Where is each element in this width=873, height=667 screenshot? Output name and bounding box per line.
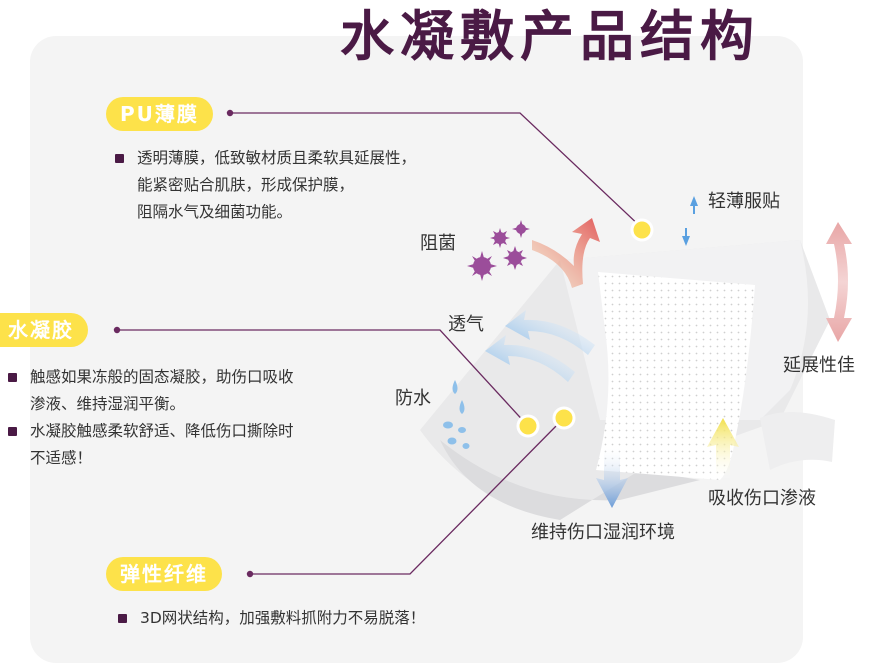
leader-endpoints	[113, 109, 654, 578]
list-item-text: 透明薄膜，低致敏材质且柔软具延展性，	[137, 149, 417, 167]
bullet-square-icon	[118, 614, 127, 623]
label-stretch: 延展性佳	[783, 355, 855, 376]
list-item-text: 渗液、维持湿润平衡。	[30, 395, 186, 413]
bacteria-icon	[467, 220, 530, 281]
label-antibacterial: 阻菌	[420, 233, 456, 254]
tag-hydrogel: 水凝胶	[0, 313, 88, 347]
absorb-arrow	[707, 418, 739, 478]
water-drops-icon	[443, 380, 470, 449]
page-title: 水凝敷产品结构	[340, 5, 760, 68]
hydrogel-pad	[596, 272, 755, 480]
label-moist-environment: 维持伤口湿润环境	[531, 522, 675, 543]
label-breathable: 透气	[448, 314, 484, 335]
tag-pu-film: PU薄膜	[106, 97, 213, 131]
label-absorb: 吸收伤口渗液	[708, 488, 816, 509]
list-item: 触感如果冻般的固态凝胶，助伤口吸收	[8, 364, 294, 391]
bullet-square-icon	[115, 154, 124, 163]
bullet-square-icon	[8, 427, 17, 436]
list-item-text: 阻隔水气及细菌功能。	[137, 203, 293, 221]
list-item-text: 3D网状结构，加强敷料抓附力不易脱落！	[140, 609, 426, 627]
list-item-text: 不适感！	[30, 449, 93, 467]
leader-lines	[117, 112, 643, 575]
label-waterproof: 防水	[395, 388, 431, 409]
list-item-continued: 能紧密贴合肌肤，形成保护膜，	[115, 172, 416, 199]
list-item: 透明薄膜，低致敏材质且柔软具延展性，	[115, 145, 416, 172]
list-item-text: 能紧密贴合肌肤，形成保护膜，	[137, 176, 355, 194]
list-item-text: 触感如果冻般的固态凝胶，助伤口吸收	[30, 368, 294, 386]
list-item-continued: 渗液、维持湿润平衡。	[8, 391, 294, 418]
list-item-continued: 阻隔水气及细菌功能。	[115, 199, 416, 226]
tag-elastic-fiber: 弹性纤维	[106, 557, 222, 591]
stretch-arrow	[826, 222, 852, 342]
breathable-arrows	[485, 310, 595, 382]
pu-film-description: 透明薄膜，低致敏材质且柔软具延展性， 能紧密贴合肌肤，形成保护膜， 阻隔水气及细…	[115, 145, 416, 226]
list-item: 水凝胶触感柔软舒适、降低伤口撕除时	[8, 418, 294, 445]
list-item-continued: 不适感！	[8, 445, 294, 472]
moist-arrow	[596, 448, 628, 508]
label-thin-fit: 轻薄服贴	[708, 191, 780, 212]
block-arrow	[532, 218, 600, 288]
hydrogel-description: 触感如果冻般的固态凝胶，助伤口吸收 渗液、维持湿润平衡。 水凝胶触感柔软舒适、降…	[8, 364, 294, 472]
thin-fit-arrows	[682, 196, 698, 246]
bullet-square-icon	[8, 373, 17, 382]
elastic-fiber-description: 3D网状结构，加强敷料抓附力不易脱落！	[118, 605, 425, 632]
list-item-text: 水凝胶触感柔软舒适、降低伤口撕除时	[30, 422, 294, 440]
list-item: 3D网状结构，加强敷料抓附力不易脱落！	[118, 605, 425, 632]
